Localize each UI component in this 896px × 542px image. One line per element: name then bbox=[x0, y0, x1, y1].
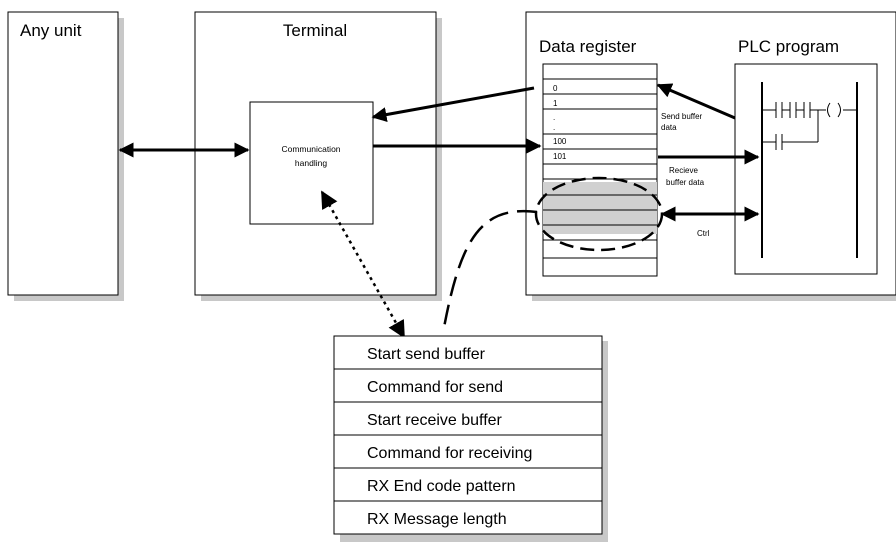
register-row-0: 0 bbox=[553, 84, 558, 93]
register-row-dot2: . bbox=[553, 123, 555, 132]
register-row-1: 1 bbox=[553, 99, 558, 108]
ctrl-label: Ctrl bbox=[697, 229, 710, 238]
register-row-100: 100 bbox=[553, 137, 567, 146]
communication-handling-box: Communication handling bbox=[249, 101, 374, 225]
settings-row-rx-message-length: RX Message length bbox=[367, 511, 507, 528]
settings-row-rx-end-code-pattern: RX End code pattern bbox=[367, 478, 516, 495]
plc-program-box bbox=[734, 63, 878, 275]
data-register-title: Data register bbox=[539, 37, 637, 56]
register-row-dot1: . bbox=[553, 113, 555, 122]
settings-row-command-for-send: Command for send bbox=[367, 379, 503, 396]
comm-label-line1: Communication bbox=[281, 144, 340, 154]
send-buffer-label-1: Send buffer bbox=[661, 112, 703, 121]
receive-buffer-label-1: Recieve bbox=[669, 166, 698, 175]
comm-label-line2: handling bbox=[295, 158, 327, 168]
data-register-table: 0 1 . . 100 101 bbox=[542, 63, 658, 277]
settings-dashed-connector bbox=[441, 209, 538, 334]
register-to-terminal-arrow bbox=[371, 86, 535, 122]
settings-row-command-for-receiving: Command for receiving bbox=[367, 445, 532, 462]
any-unit-title: Any unit bbox=[20, 21, 82, 40]
settings-row-start-send-buffer: Start send buffer bbox=[367, 346, 486, 363]
terminal-title: Terminal bbox=[283, 21, 347, 40]
plc-to-send-buffer-arrow bbox=[656, 83, 736, 120]
receive-buffer-label-2: buffer data bbox=[666, 178, 705, 187]
send-buffer-label-2: data bbox=[661, 123, 677, 132]
any-unit-box: Any unit bbox=[7, 11, 124, 301]
settings-row-start-receive-buffer: Start receive buffer bbox=[367, 412, 503, 429]
settings-table: Start send buffer Command for send Start… bbox=[333, 335, 608, 542]
plc-title: PLC program bbox=[738, 37, 839, 56]
register-row-101: 101 bbox=[553, 152, 567, 161]
